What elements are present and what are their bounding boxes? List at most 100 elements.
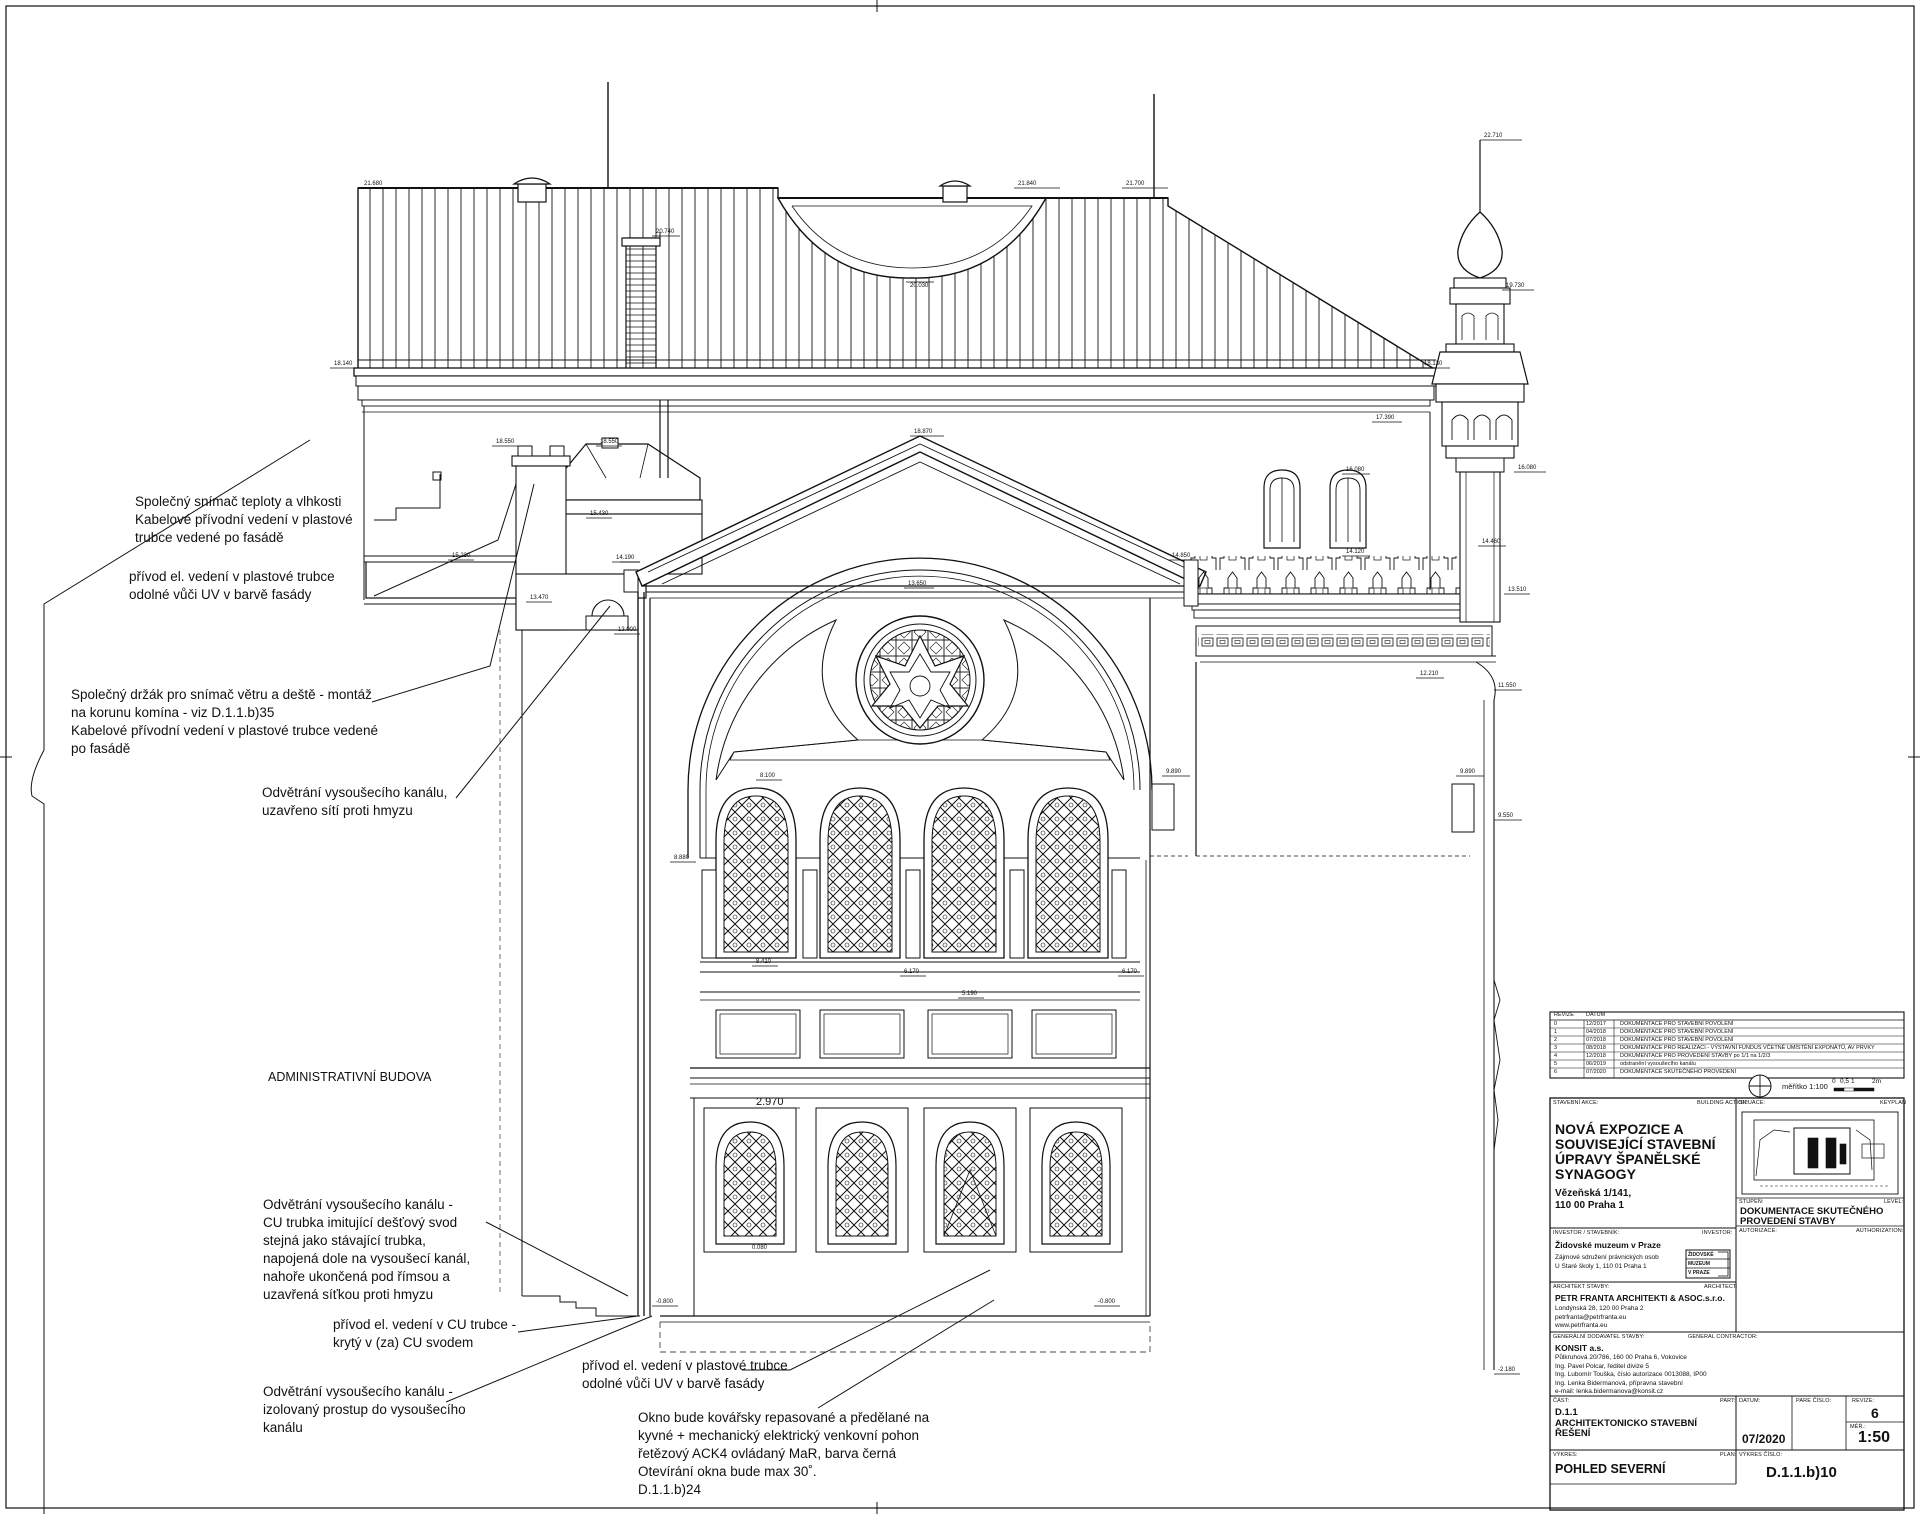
architect-label: ARCHITEKT STAVBY: — [1553, 1284, 1610, 1290]
main-cornice — [353, 367, 1441, 600]
note-line: Odvětrání vysoušecího kanálu - — [263, 1384, 453, 1399]
note-window-drive: Okno bude kovářsky repasované a předělan… — [638, 1409, 929, 1499]
lower-windows — [703, 1107, 1123, 1253]
note-cu-conduit: přívod el. vedení v CU trubce - krytý v … — [333, 1316, 516, 1352]
project-address: Vězeňská 1/141, 110 00 Praha 1 — [1555, 1188, 1631, 1212]
level-label: 9.890 — [1166, 769, 1182, 775]
revision-description: DOKUMENTACE PRO STAVEBNÍ POVOLENÍ — [1620, 1029, 1734, 1035]
level-label: 17.390 — [1376, 415, 1395, 421]
level-label: 22.710 — [1484, 133, 1503, 139]
note-line: Okno bude kovářsky repasované a předělan… — [638, 1410, 930, 1425]
architect-detail-line: www.petrfranta.eu — [1555, 1322, 1608, 1329]
contractor-name: KONSIT a.s. — [1555, 1343, 1604, 1353]
note-line: Kabelové přívodní vedení v plastové trub… — [71, 723, 378, 738]
scale-value: 1:50 — [1858, 1429, 1891, 1446]
level-label: 21.680 — [364, 181, 383, 187]
level-label: 6.170 — [1122, 969, 1138, 975]
note-sensor: Společný snímač teploty a vlhkosti Kabel… — [135, 493, 353, 547]
contractor-label: GENERÁLNÍ DODAVATEL STAVBY: — [1553, 1334, 1645, 1340]
title-block-frame — [1549, 1011, 1905, 1511]
revision-no: 0 — [1554, 1021, 1558, 1027]
note-line: uzavřená síťkou proti hmyzu — [263, 1287, 434, 1302]
note-line: odolné vůči UV v barvě fasády — [582, 1376, 765, 1391]
investor-detail-line: U Staré školy 1, 110 01 Praha 1 — [1555, 1262, 1647, 1270]
level-label: 9.890 — [1460, 769, 1476, 775]
building-action-label: STAVEBNÍ AKCE: — [1553, 1100, 1599, 1106]
revision-date: 07/2020 — [1586, 1069, 1606, 1075]
note-line: kanálu — [263, 1420, 303, 1435]
revision-description: DOKUMENTACE PRO STAVEBNÍ POVOLENÍ — [1620, 1021, 1734, 1027]
level-label: 19.730 — [1506, 283, 1525, 289]
drawing-label: VÝKRES: — [1553, 1452, 1578, 1458]
note-line: přívod el. vedení v plastové trubce — [129, 569, 335, 584]
level-label: 14.460 — [1482, 539, 1501, 545]
left-section-profile — [30, 439, 311, 1514]
level-label: 14.850 — [1172, 553, 1191, 559]
revision-date: 04/2018 — [1586, 1029, 1606, 1035]
note-line: Kabelové přívodní vedení v plastové — [135, 512, 353, 527]
project-title: NOVÁ EXPOZICE A SOUVISEJÍCÍ STAVEBNÍ ÚPR… — [1555, 1122, 1716, 1182]
level-label: 18.550 — [600, 439, 619, 445]
scale-label: měřítko 1:100 — [1782, 1082, 1828, 1091]
investor-label: INVESTOR / STAVEBNÍK: — [1553, 1230, 1620, 1236]
revision-date: 12/2017 — [1586, 1021, 1606, 1027]
note-line: napojená dole na vysoušecí kanál, — [263, 1251, 471, 1266]
architect-detail-line: petrfranta@petrfranta.eu — [1555, 1313, 1627, 1321]
revision-date: 07/2018 — [1586, 1037, 1606, 1043]
contractor-detail-line: Ing. Lenka Bidermanová, přípravna staveb… — [1555, 1379, 1683, 1387]
note-line: na korunu komína - viz D.1.1.b)35 — [71, 705, 275, 720]
level-label: 14.120 — [1346, 549, 1365, 555]
note-line: uzavřeno sítí proti hmyzu — [262, 803, 413, 818]
level-label: 18.550 — [496, 439, 515, 445]
note-line: ADMINISTRATIVNÍ BUDOVA — [268, 1070, 432, 1084]
revision-no: 6 — [1554, 1069, 1558, 1075]
level-label: 11.550 — [1498, 683, 1517, 689]
level-label: 16.080 — [1346, 467, 1365, 473]
project-title-line: SYNAGOGY — [1555, 1166, 1636, 1182]
note-line: izolovaný prostup do vysoušecího — [263, 1402, 466, 1417]
right-edge-profile — [1493, 979, 1501, 1151]
logo-line: MUZEUM — [1688, 1261, 1710, 1267]
situation-label: SITUACE: — [1739, 1100, 1766, 1106]
upper-wall-windows — [1263, 469, 1367, 549]
date-label: DATUM: — [1739, 1398, 1761, 1404]
logo-line: ŽIDOVSKÉ — [1688, 1252, 1714, 1258]
level-label: 8.410 — [756, 959, 772, 965]
scale-box-label: MĚŘ.: — [1850, 1424, 1866, 1430]
upper-window-4 — [1009, 787, 1127, 959]
revision-value: 6 — [1871, 1405, 1879, 1421]
note-line: Společný snímač teploty a vlhkosti — [135, 494, 342, 509]
revision-label: REVIZE: — [1852, 1398, 1875, 1404]
level-label: 6.170 — [904, 969, 920, 975]
revision-description: DOKUMENTACE PRO REALIZACI - VÝSTAVNÍ FUN… — [1620, 1045, 1875, 1051]
note-vent-1: Odvětrání vysoušecího kanálu, uzavřeno s… — [262, 784, 447, 820]
note-line: krytý v (za) CU svodem — [333, 1335, 474, 1350]
note-line: Otevírání okna bude max 30˚. — [638, 1464, 817, 1479]
gable — [635, 435, 1207, 599]
contractor-label-en: GENERAL CONTRACTOR: — [1688, 1334, 1758, 1340]
contractor-detail-line: Ing. Lubomír Touška, číslo autorizace 00… — [1555, 1371, 1707, 1378]
level-label: 12.210 — [1420, 671, 1439, 677]
lower-window-1 — [703, 1107, 797, 1253]
lower-window-4 — [1029, 1107, 1123, 1253]
note-wind-rain-holder: Společný držák pro snímač větru a deště … — [71, 686, 378, 758]
revision-date: 06/2019 — [1586, 1061, 1606, 1067]
level-label: 14.190 — [616, 555, 635, 561]
revision-row: 0 12/2017 DOKUMENTACE PRO STAVEBNÍ POVOLEN… — [1552, 1021, 1902, 1028]
level-label: 9.550 — [1498, 813, 1514, 819]
upper-window-3 — [905, 787, 1005, 959]
lower-window-2 — [815, 1107, 909, 1253]
architect-name: PETR FRANTA ARCHITEKTI & ASOC.s.r.o. — [1555, 1293, 1725, 1303]
contractor-detail-line: e-mail: lenka.bidermanova@konsit.cz — [1555, 1388, 1664, 1395]
stair-tower — [511, 400, 703, 631]
level-label: 18.140 — [334, 361, 353, 367]
level-label: 13.510 — [1508, 587, 1527, 593]
drawing-number-label: VÝKRES ČÍSLO: — [1739, 1452, 1783, 1458]
